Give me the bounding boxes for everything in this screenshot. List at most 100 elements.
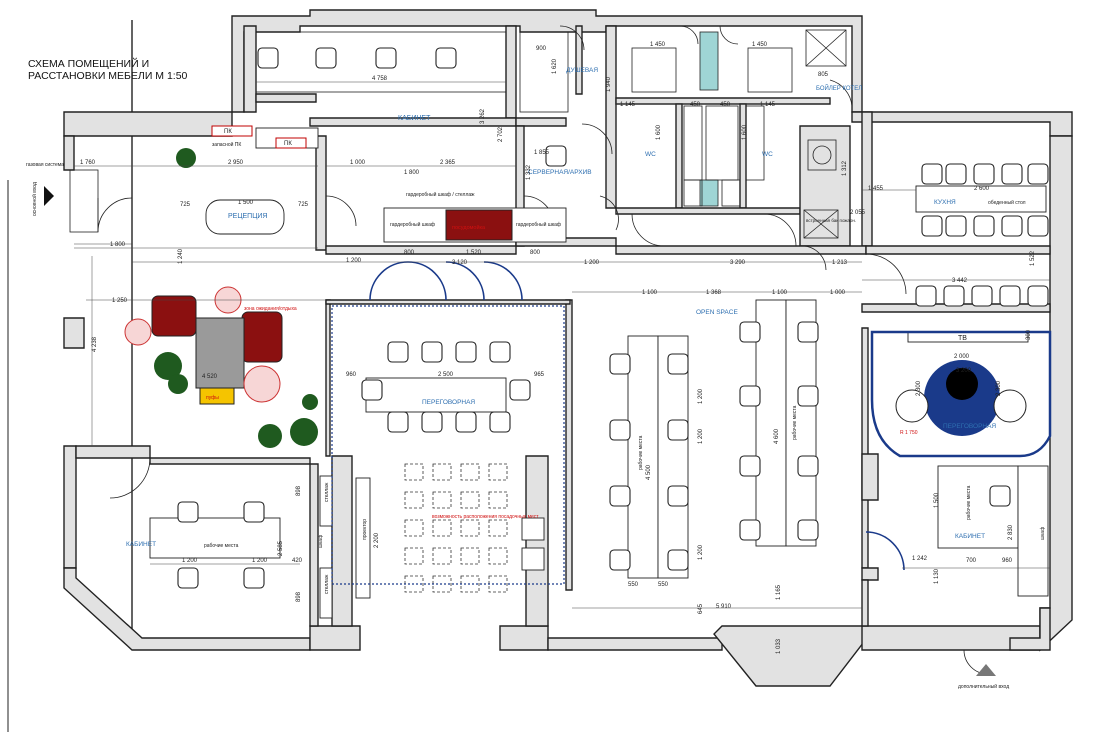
- dim-value: 4 500: [646, 464, 652, 480]
- label-dining-table: обеденный стол: [988, 199, 1026, 206]
- round-meeting: [870, 330, 1052, 458]
- dim-value: 645: [698, 603, 704, 614]
- label-rack2: стеллаж: [324, 574, 330, 594]
- chair: [943, 285, 965, 307]
- room-wc-right: WC: [762, 151, 773, 158]
- dim-value: 960: [1002, 558, 1013, 564]
- chair: [257, 47, 279, 69]
- chair: [361, 379, 383, 401]
- dimension-values: 4 758 3 262 2 702 1 760 2 950 1 500 725 …: [80, 42, 1036, 654]
- dim-value: 1 940: [606, 76, 612, 92]
- dim-value: 1 145: [620, 102, 636, 108]
- label-projector: проектор: [362, 519, 368, 540]
- chairs: [177, 47, 1049, 589]
- chair: [609, 419, 631, 441]
- room-kitchen: КУХНЯ: [934, 199, 956, 206]
- dim-value: 2 365: [440, 160, 456, 166]
- dim-value: 1 242: [912, 556, 928, 562]
- dim-value: 1 520: [466, 250, 482, 256]
- dim-value: 4 600: [774, 428, 780, 444]
- chair: [667, 353, 689, 375]
- dim-value: 1 522: [1030, 250, 1036, 266]
- dim-value: 1 760: [80, 160, 96, 166]
- chair: [609, 549, 631, 571]
- room-labels: КАБИНЕТ РЕЦЕПЦИЯ ДУШЕВАЯ WC WC БОЙЛЕР КО…: [126, 67, 996, 548]
- dim-value: 5 910: [716, 604, 732, 610]
- dim-value: 1 240: [178, 248, 184, 264]
- label-spare-pk: запасной ПК: [212, 141, 241, 148]
- dim-value: 1 250: [112, 298, 128, 304]
- server-rack: [699, 31, 719, 91]
- dim-value: 1 312: [842, 160, 848, 176]
- dim-value: 1 130: [934, 568, 940, 584]
- chair: [797, 385, 819, 407]
- dim-value: 1 332: [526, 164, 532, 180]
- label-shkaf-right: шкаф: [1040, 527, 1046, 540]
- dim-value: 1 200: [252, 558, 268, 564]
- label-rack1: стеллаж: [324, 482, 330, 502]
- chair: [177, 567, 199, 589]
- room-meeting: ПЕРЕГОВОРНАЯ: [422, 399, 475, 406]
- dim-value: 1 620: [552, 58, 558, 74]
- chair: [797, 455, 819, 477]
- chair: [739, 321, 761, 343]
- room-boiler: БОЙЛЕР КОТЕЛ: [816, 84, 862, 92]
- dim-value: 800: [530, 250, 541, 256]
- label-fire-system: газовая система: [26, 162, 64, 168]
- label-dishwasher: посудомойка: [452, 224, 486, 231]
- dim-value: 1 450: [650, 42, 666, 48]
- label-boiler-tank: встроенная бак пожарн.: [806, 218, 856, 223]
- label-workplaces-left: рабочие места: [204, 543, 239, 549]
- dim-value: 898: [296, 591, 302, 602]
- dim-value: 4 238: [92, 336, 98, 352]
- chair: [915, 285, 937, 307]
- chair: [545, 145, 567, 167]
- label-workplaces-open-b: рабочие места: [792, 405, 798, 440]
- dim-value: 2 500: [438, 372, 454, 378]
- interior-walls: [75, 25, 1051, 627]
- chair: [1001, 163, 1023, 185]
- dimension-lines: [74, 81, 1050, 609]
- dim-value: 1 200: [182, 558, 198, 564]
- meeting-curtain: [331, 305, 565, 585]
- chair: [921, 215, 943, 237]
- dim-value: 2 600: [974, 186, 990, 192]
- dim-value: 725: [298, 202, 309, 208]
- label-poufs: пуфы: [206, 395, 219, 401]
- chair: [1001, 215, 1023, 237]
- chair: [489, 341, 511, 363]
- main-entrance-icon: [44, 186, 54, 206]
- dim-value: 1 600: [656, 124, 662, 140]
- dim-value: 960: [346, 372, 357, 378]
- chair: [739, 385, 761, 407]
- dim-value: 2 585: [278, 540, 284, 556]
- chair: [489, 411, 511, 433]
- dim-value: 898: [296, 485, 302, 496]
- chair: [1027, 163, 1049, 185]
- dim-value: 1 165: [776, 584, 782, 600]
- chair: [387, 341, 409, 363]
- dim-value: 2 830: [1008, 524, 1014, 540]
- dim-value: 2 702: [498, 126, 504, 142]
- chair: [435, 47, 457, 69]
- chair: [667, 549, 689, 571]
- dim-value: 4 520: [202, 374, 218, 380]
- dim-value: 2 055: [850, 210, 866, 216]
- room-reception: РЕЦЕПЦИЯ: [228, 213, 267, 220]
- label-extra-entrance: дополнительный вход: [958, 683, 1009, 690]
- dim-value: 1 800: [404, 170, 420, 176]
- chair: [973, 215, 995, 237]
- plants: [154, 148, 318, 448]
- dim-value: 1 800: [110, 242, 126, 248]
- label-rest-zone: зона ожидания/отдыха: [244, 306, 297, 312]
- chair: [667, 419, 689, 441]
- chair: [421, 411, 443, 433]
- room-cabinet-right: КАБИНЕТ: [955, 533, 985, 540]
- chair: [739, 519, 761, 541]
- chair: [243, 567, 265, 589]
- dim-value: 3 442: [952, 278, 968, 284]
- chair: [1027, 215, 1049, 237]
- dim-value: 1 213: [832, 260, 848, 266]
- room-shower: ДУШЕВАЯ: [566, 67, 598, 74]
